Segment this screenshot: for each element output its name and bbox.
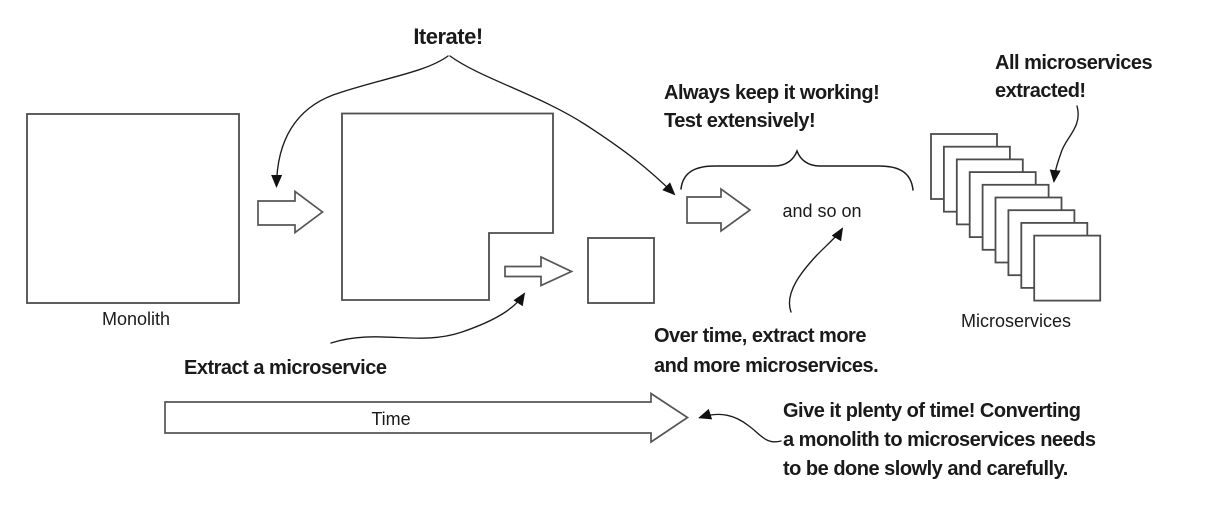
extract-step-arrow: [504, 255, 574, 287]
give-time-annotation-line1: Give it plenty of time! Converting: [783, 400, 1080, 422]
microservices-label: Microservices: [961, 311, 1071, 331]
all-extracted-annotation-line1: All microservices: [995, 52, 1153, 74]
and-so-on-label: and so on: [782, 201, 861, 221]
over-time-annotation-line1: Over time, extract more: [654, 325, 866, 347]
extract-arrow-curve: [330, 292, 526, 344]
monolith-label: Monolith: [102, 309, 170, 329]
all-extracted-arrow-curve: [1049, 105, 1079, 183]
microservice-square-9: [1033, 234, 1102, 302]
step-arrow-3: [686, 187, 752, 233]
time-arrow: [164, 391, 690, 444]
microservices-stack: [930, 133, 1102, 302]
iterate-left-arrow-curve: [271, 55, 449, 188]
all-extracted-annotation-line2: extracted!: [995, 80, 1086, 102]
over-time-arrow-curve: [788, 227, 844, 313]
monolith-square: [26, 113, 240, 304]
iterate-right-arrow-curve: [449, 55, 676, 196]
give-time-annotation-line2: a monolith to microservices needs: [783, 429, 1096, 451]
time-label: Time: [371, 409, 410, 429]
extracted-microservice-square: [587, 237, 655, 304]
keep-working-brace: [680, 148, 914, 191]
step-arrow-1: [257, 189, 324, 235]
always-keep-working-annotation-line2: Test extensively!: [664, 110, 815, 132]
over-time-annotation-line2: and more microservices.: [654, 355, 878, 377]
always-keep-working-annotation-line1: Always keep it working!: [664, 82, 879, 104]
iterate-annotation: Iterate!: [413, 24, 482, 49]
give-time-arrow-curve: [698, 408, 782, 443]
extract-annotation: Extract a microservice: [184, 357, 387, 379]
give-time-annotation-line3: to be done slowly and carefully.: [783, 458, 1068, 480]
monolith-with-notch-square: [341, 112, 554, 301]
